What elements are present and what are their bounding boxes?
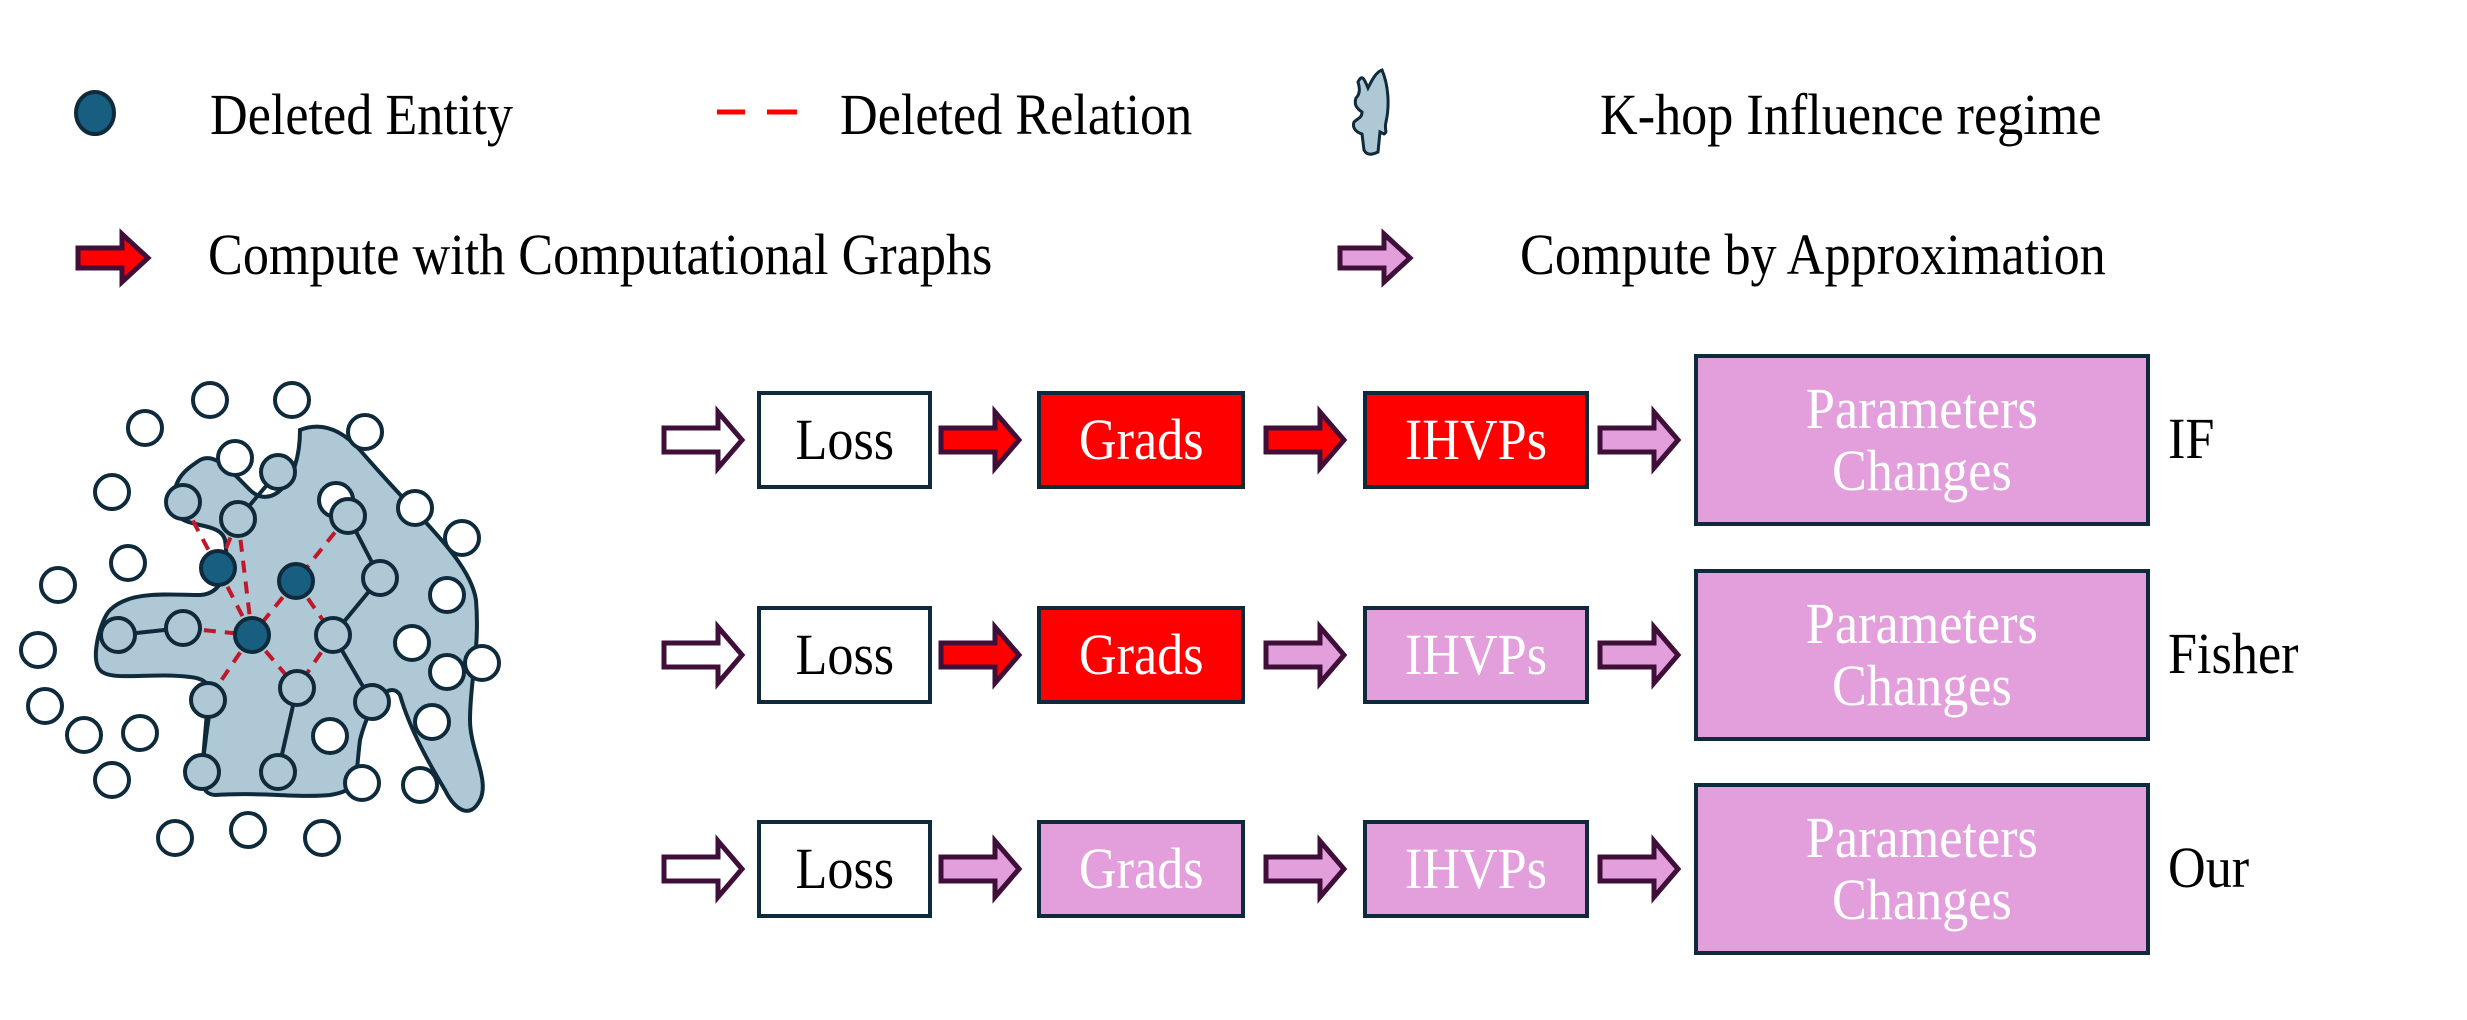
entity-node — [93, 473, 131, 511]
input-arrow — [661, 834, 746, 904]
entity-node — [443, 519, 481, 557]
approx-compute-arrow — [1263, 834, 1348, 904]
graph-compute-arrow — [938, 405, 1023, 475]
entity-node — [311, 717, 349, 755]
deleted-entity-node — [199, 549, 237, 587]
legend-compute-approx: Compute by Approximation — [1520, 222, 2106, 287]
khop-entity-node — [278, 669, 316, 707]
entity-node — [26, 687, 64, 725]
deleted-entity-node — [277, 562, 315, 600]
box-label-line2: Changes — [1832, 867, 2012, 932]
entity-node — [65, 716, 103, 754]
compute-graph-arrow-icon — [75, 228, 152, 288]
khop-entity-node — [259, 453, 297, 491]
khop-entity-node — [314, 616, 352, 654]
method-label-if: IF — [2168, 406, 2215, 471]
entity-node — [273, 381, 311, 419]
entity-node — [463, 644, 501, 682]
box-label: Loss — [795, 836, 894, 901]
grads-box: Grads — [1037, 391, 1245, 489]
khop-entity-node — [259, 753, 297, 791]
khop-entity-node — [99, 616, 137, 654]
legend-deleted-entity: Deleted Entity — [210, 82, 513, 147]
entity-node — [19, 631, 57, 669]
entity-node — [216, 439, 254, 477]
entity-node — [401, 766, 439, 804]
entity-node — [39, 566, 77, 604]
box-label: Grads — [1078, 836, 1204, 901]
entity-node — [121, 714, 159, 752]
grads-box: Grads — [1037, 606, 1245, 704]
loss-box: Loss — [757, 391, 932, 489]
grads-box: Grads — [1037, 820, 1245, 918]
graph-compute-arrow — [938, 620, 1023, 690]
graph-compute-arrow — [1263, 405, 1348, 475]
entity-node — [428, 576, 466, 614]
deleted-relation-icon — [717, 109, 797, 115]
khop-entity-node — [164, 609, 202, 647]
entity-node — [413, 703, 451, 741]
ihvps-box: IHVPs — [1363, 391, 1589, 489]
method-label-fisher: Fisher — [2168, 621, 2299, 686]
khop-entity-node — [329, 497, 367, 535]
khop-entity-node — [189, 681, 227, 719]
legend-khop-region: K-hop Influence regime — [1600, 82, 2102, 147]
entity-node — [126, 409, 164, 447]
box-label: Loss — [795, 622, 894, 687]
entity-node — [303, 819, 341, 857]
approx-compute-arrow — [1263, 620, 1348, 690]
khop-entity-node — [361, 559, 399, 597]
box-label-line1: Parameters — [1806, 376, 2038, 441]
input-arrow — [661, 405, 746, 475]
box-label: Grads — [1078, 622, 1204, 687]
loss-box: Loss — [757, 820, 932, 918]
compute-approx-arrow-icon — [1337, 228, 1414, 288]
ihvps-box: IHVPs — [1363, 606, 1589, 704]
loss-box: Loss — [757, 606, 932, 704]
knowledge-graph-illustration — [19, 381, 501, 857]
deleted-entity-node — [233, 616, 271, 654]
entity-node — [346, 413, 384, 451]
legend-deleted-relation: Deleted Relation — [840, 82, 1193, 147]
box-label: IHVPs — [1404, 836, 1548, 901]
entity-node — [428, 653, 466, 691]
input-arrow — [661, 620, 746, 690]
box-label: Grads — [1078, 407, 1204, 472]
khop-entity-node — [219, 500, 257, 538]
khop-entity-node — [183, 753, 221, 791]
entity-node — [396, 489, 434, 527]
box-label-line2: Changes — [1832, 438, 2012, 503]
approx-compute-arrow — [1597, 620, 1682, 690]
approx-compute-arrow — [938, 834, 1023, 904]
box-label-line1: Parameters — [1806, 805, 2038, 870]
box-label-line1: Parameters — [1806, 591, 2038, 656]
method-label-our: Our — [2168, 835, 2250, 900]
entity-node — [229, 811, 267, 849]
box-label: IHVPs — [1404, 622, 1548, 687]
entity-node — [109, 544, 147, 582]
khop-entity-node — [164, 483, 202, 521]
entity-node — [393, 624, 431, 662]
entity-node — [343, 764, 381, 802]
approx-compute-arrow — [1597, 834, 1682, 904]
approx-compute-arrow — [1597, 405, 1682, 475]
box-label: Loss — [795, 407, 894, 472]
box-label-line2: Changes — [1832, 653, 2012, 718]
legend-compute-graph: Compute with Computational Graphs — [208, 222, 993, 287]
entity-node — [156, 819, 194, 857]
deleted-entity-icon — [74, 90, 116, 136]
khop-region-icon — [1352, 68, 1390, 156]
khop-entity-node — [353, 683, 391, 721]
box-label: IHVPs — [1404, 407, 1548, 472]
entity-node — [191, 381, 229, 419]
ihvps-box: IHVPs — [1363, 820, 1589, 918]
entity-node — [93, 761, 131, 799]
